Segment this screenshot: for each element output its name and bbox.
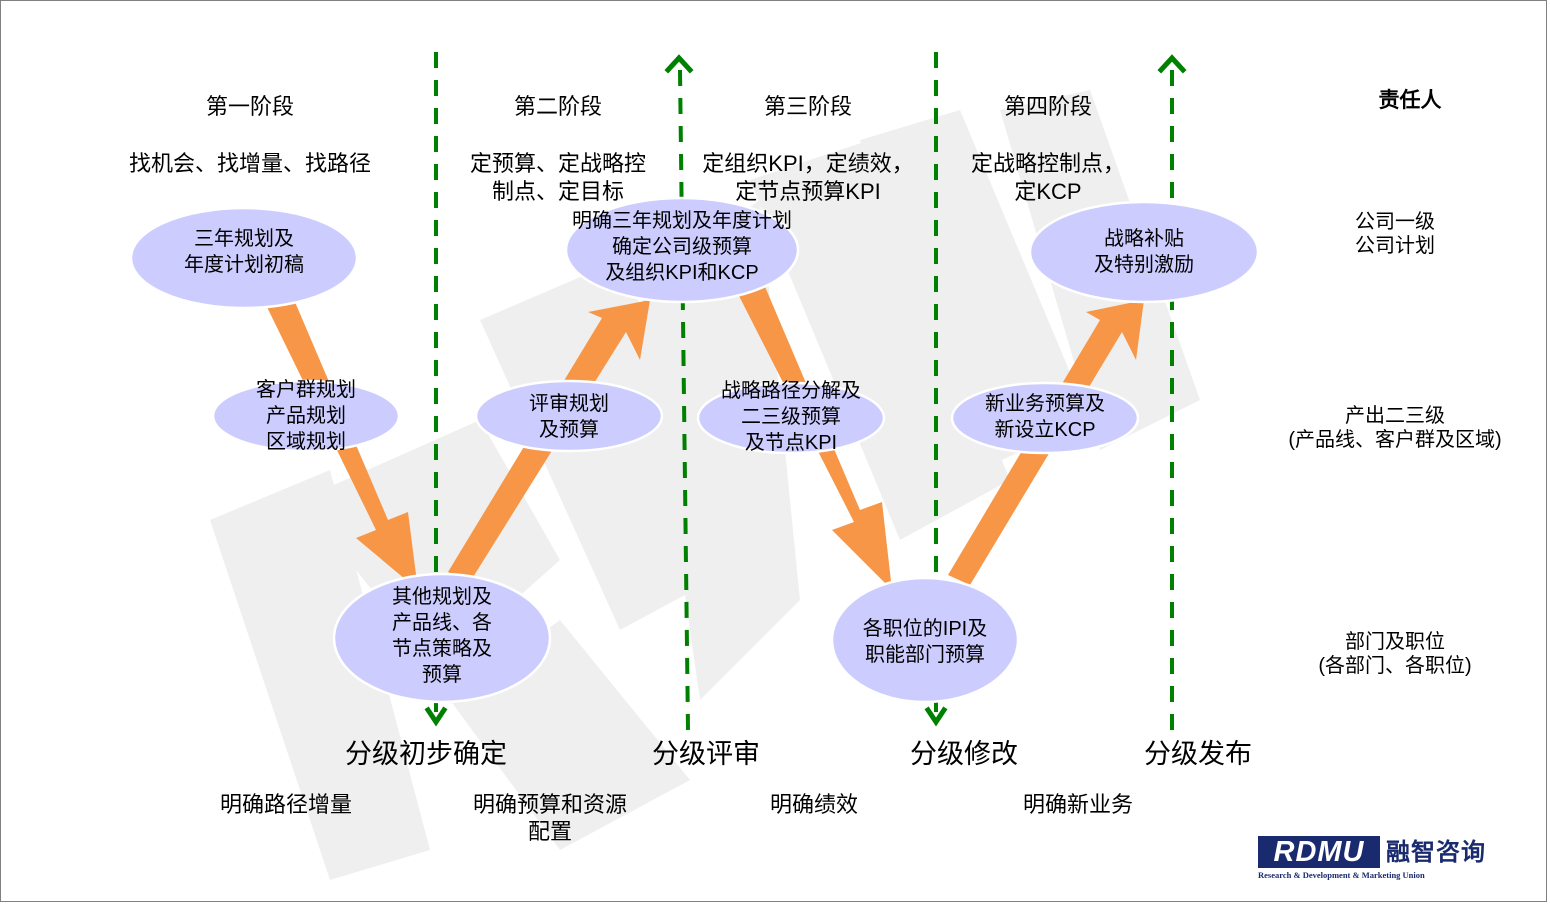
milestone-4: 分级发布 <box>1144 739 1252 769</box>
milestone-3: 分级修改 <box>910 739 1018 769</box>
phase-2-title: 第二阶段 <box>513 93 602 119</box>
phase-3: 第三阶段 定组织KPI，定绩效， 定节点预算KPI <box>692 64 924 236</box>
node-label-top-2: 明确三年规划及年度计划 确定公司级预算 及组织KPI和KCP <box>572 210 792 284</box>
phase-3-desc: 定组织KPI，定绩效， 定节点预算KPI <box>702 150 914 205</box>
outcome-4: 明确新业务 <box>1022 792 1133 817</box>
node-label-top-3: 战略补贴 及特别激励 <box>1094 228 1194 276</box>
outcome-3: 明确绩效 <box>769 792 858 817</box>
node-ellipse-mid-1 <box>211 379 401 453</box>
node-label-mid-2: 评审规划 及预算 <box>529 393 609 441</box>
role-header: 责任人 <box>1378 89 1442 112</box>
phase-3-title: 第三阶段 <box>763 93 852 119</box>
logo-chinese-name: 融智咨询 <box>1386 837 1486 866</box>
milestone-1: 分级初步确定 <box>345 739 507 769</box>
watermark <box>210 90 1200 880</box>
node-ellipse-bottom-1 <box>332 572 552 704</box>
company-logo: RDMU 融智咨询 Research & Development & Marke… <box>1258 836 1528 886</box>
node-label-bottom-2: 各职位的IPI及 职能部门预算 <box>862 618 988 666</box>
node-label-bottom-1: 其他规划及 产品线、各 节点策略及 预算 <box>392 586 492 686</box>
phase-2-desc: 定预算、定战略控 制点、定目标 <box>469 150 646 205</box>
milestone-2: 分级评审 <box>652 739 760 769</box>
arrow-up-icon <box>664 54 694 74</box>
node-ellipse-mid-4 <box>950 381 1140 455</box>
phase-4-title: 第四阶段 <box>1003 93 1092 119</box>
node-ellipse-bottom-2 <box>830 576 1020 704</box>
phase-2: 第二阶段 定预算、定战略控 制点、定目标 <box>450 64 666 236</box>
logo-subtitle: Research & Development & Marketing Union <box>1258 870 1425 880</box>
role-level-company: 公司一级 公司计划 <box>1355 211 1435 258</box>
phase-1: 第一阶段 找机会、找增量、找路径 <box>100 64 400 207</box>
node-ellipse-mid-3 <box>696 381 886 455</box>
node-ellipse-mid-2 <box>474 379 664 453</box>
node-ellipse-top-2 <box>564 196 800 304</box>
arrow-up-icon <box>1157 54 1187 74</box>
node-label-mid-1: 客户群规划 产品规划 区域规划 <box>256 379 356 453</box>
node-label-top-1: 三年规划及 年度计划初稿 <box>184 228 304 276</box>
arrow-down-icon <box>424 706 448 727</box>
role-level-department: 部门及职位 (各部门、各职位) <box>1318 631 1472 678</box>
logo-mark: RDMU <box>1258 836 1380 868</box>
watermark-letter-m-mid <box>860 110 1090 470</box>
phase-4: 第四阶段 定战略控制点， 定KCP <box>950 64 1146 236</box>
node-ellipse-top-1 <box>129 206 359 310</box>
node-ellipse-top-3 <box>1028 200 1260 304</box>
watermark-letter-r-stem <box>210 470 430 880</box>
watermark-letter-m-left <box>750 140 1010 540</box>
outcome-1: 明确路径增量 <box>219 792 352 817</box>
node-label-mid-4: 新业务预算及 新设立KCP <box>985 393 1105 441</box>
phase-4-desc: 定战略控制点， 定KCP <box>970 150 1125 205</box>
outcome-2: 明确预算和资源 配置 <box>472 792 627 844</box>
phase-1-desc: 找机会、找增量、找路径 <box>128 150 371 176</box>
phase-1-title: 第一阶段 <box>205 93 294 119</box>
arrow-down-icon <box>924 706 948 727</box>
role-level-product: 产出二三级 (产品线、客户群及区域) <box>1288 405 1502 452</box>
node-label-mid-3: 战略路径分解及 二三级预算 及节点KPI <box>721 380 861 454</box>
